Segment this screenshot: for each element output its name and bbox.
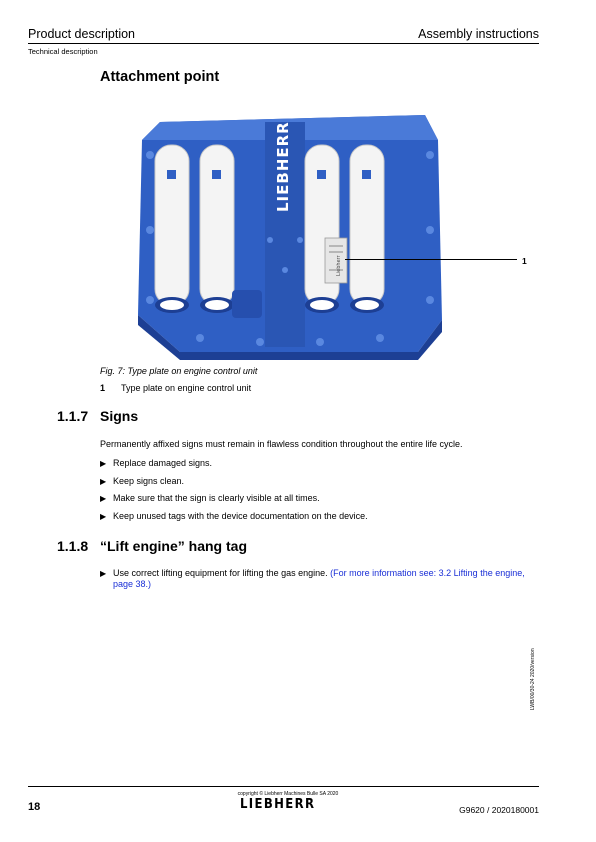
header-rule — [28, 43, 539, 44]
page-number: 18 — [28, 801, 41, 813]
bullet-arrow-icon: ▶ — [100, 494, 107, 503]
section-signs-paragraph: Permanently affixed signs must remain in… — [100, 439, 463, 449]
legend-number: 1 — [100, 383, 106, 393]
side-document-code: LWB/00/30-24 2020/version — [530, 648, 536, 710]
callout-line — [345, 259, 517, 260]
bullet-arrow-icon: ▶ — [100, 459, 107, 468]
lifting-engine-link[interactable]: (For more information see: 3.2 Lifting t… — [113, 568, 525, 589]
header-assembly-instructions: Assembly instructions — [418, 27, 539, 41]
list-item: ▶ Replace damaged signs. — [100, 458, 213, 468]
callout-number: 1 — [522, 256, 527, 266]
header-technical-description: Technical description — [28, 47, 98, 56]
list-item: ▶ Make sure that the sign is clearly vis… — [100, 493, 320, 503]
liebherr-logo: LIEBHERR — [240, 797, 316, 812]
legend-text: Type plate on engine control unit — [121, 383, 252, 393]
header-product-description: Product description — [28, 27, 136, 41]
type-plate-label: Liebherr — [336, 254, 342, 276]
cable-tubes — [154, 144, 385, 313]
attachment-point-title: Attachment point — [100, 69, 220, 85]
center-connector — [232, 290, 262, 318]
figure-caption: Fig. 7: Type plate on engine control uni… — [100, 366, 258, 376]
bullet-arrow-icon: ▶ — [100, 512, 107, 521]
center-rib — [265, 122, 305, 347]
footer-document-id: G9620 / 2020180001 — [459, 805, 539, 815]
section-hang-tag-title: “Lift engine” hang tag — [100, 538, 247, 554]
list-item: ▶ Keep unused tags with the device docum… — [100, 511, 368, 521]
bullet-arrow-icon: ▶ — [100, 569, 107, 578]
section-signs-title: Signs — [100, 408, 139, 424]
footer-rule — [28, 786, 539, 787]
engine-control-unit-illustration: LIEBHERR Liebherr — [138, 115, 442, 360]
footer-copyright: copyright © Liebherr Machines Bulle SA 2… — [237, 791, 339, 797]
type-plate — [324, 237, 348, 284]
housing-bottom-edge — [138, 315, 442, 360]
section-hang-tag-number: 1.1.8 — [57, 538, 89, 554]
bullet-arrow-icon: ▶ — [100, 477, 107, 486]
list-item: ▶ Use correct lifting equipment for lift… — [100, 568, 538, 590]
housing-brand-text: LIEBHERR — [274, 121, 292, 212]
list-item: ▶ Keep signs clean. — [100, 476, 185, 486]
housing-bolts — [146, 151, 434, 346]
engine-control-unit-figure: LIEBHERR Liebherr — [120, 110, 450, 360]
section-signs-number: 1.1.7 — [57, 408, 89, 424]
hang-tag-instruction: Use correct lifting equipment for liftin… — [113, 568, 331, 578]
